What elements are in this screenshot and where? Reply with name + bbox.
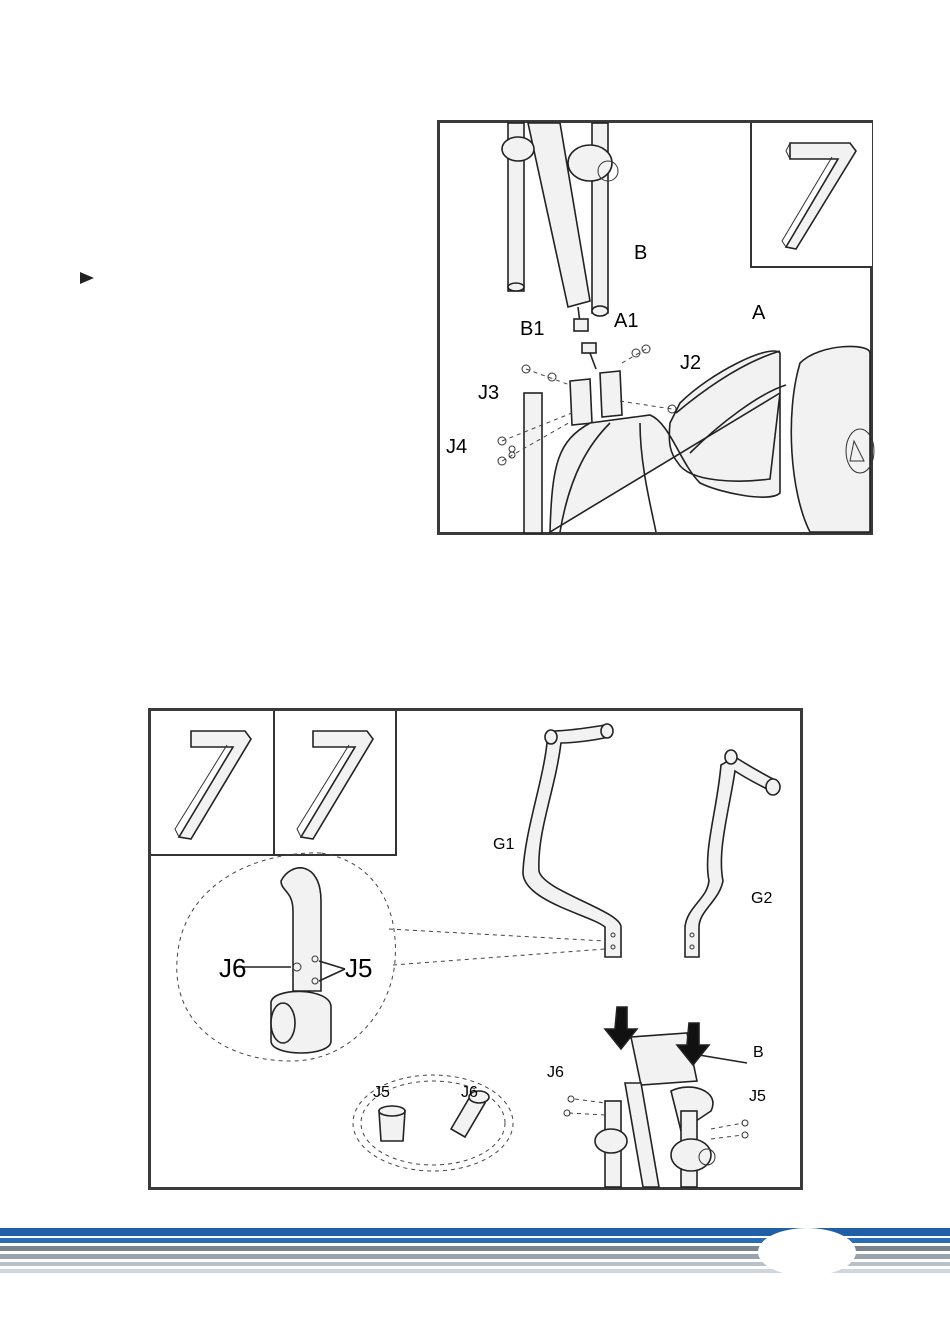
bullet-arrow-icon [80,272,94,284]
label-g1: G1 [493,837,514,853]
page-number-oval [758,1228,856,1276]
label-b: B [634,243,647,263]
label-j5-detail: J5 [345,955,372,981]
frame-drawing [440,123,870,532]
label-j5-assembly: J5 [749,1089,766,1105]
assembly-figure-1: B A B1 A1 J2 J3 J4 [437,120,873,535]
label-g2: G2 [751,891,772,907]
label-j6-assembly: J6 [547,1065,564,1081]
label-a: A [752,303,765,323]
label-b-assembly: B [753,1045,764,1061]
label-j6-detail: J6 [219,955,246,981]
label-j6-part: J6 [461,1085,478,1101]
label-j2: J2 [680,353,701,373]
label-j5-part: J5 [373,1085,390,1101]
label-j3: J3 [478,383,499,403]
label-j4: J4 [446,437,467,457]
label-b1: B1 [520,319,544,339]
label-a1: A1 [614,311,638,331]
assembly-figure-2: G1 G2 J6 J5 J5 J6 B J6 J5 [148,708,803,1190]
handlebar-drawing [151,711,800,1187]
